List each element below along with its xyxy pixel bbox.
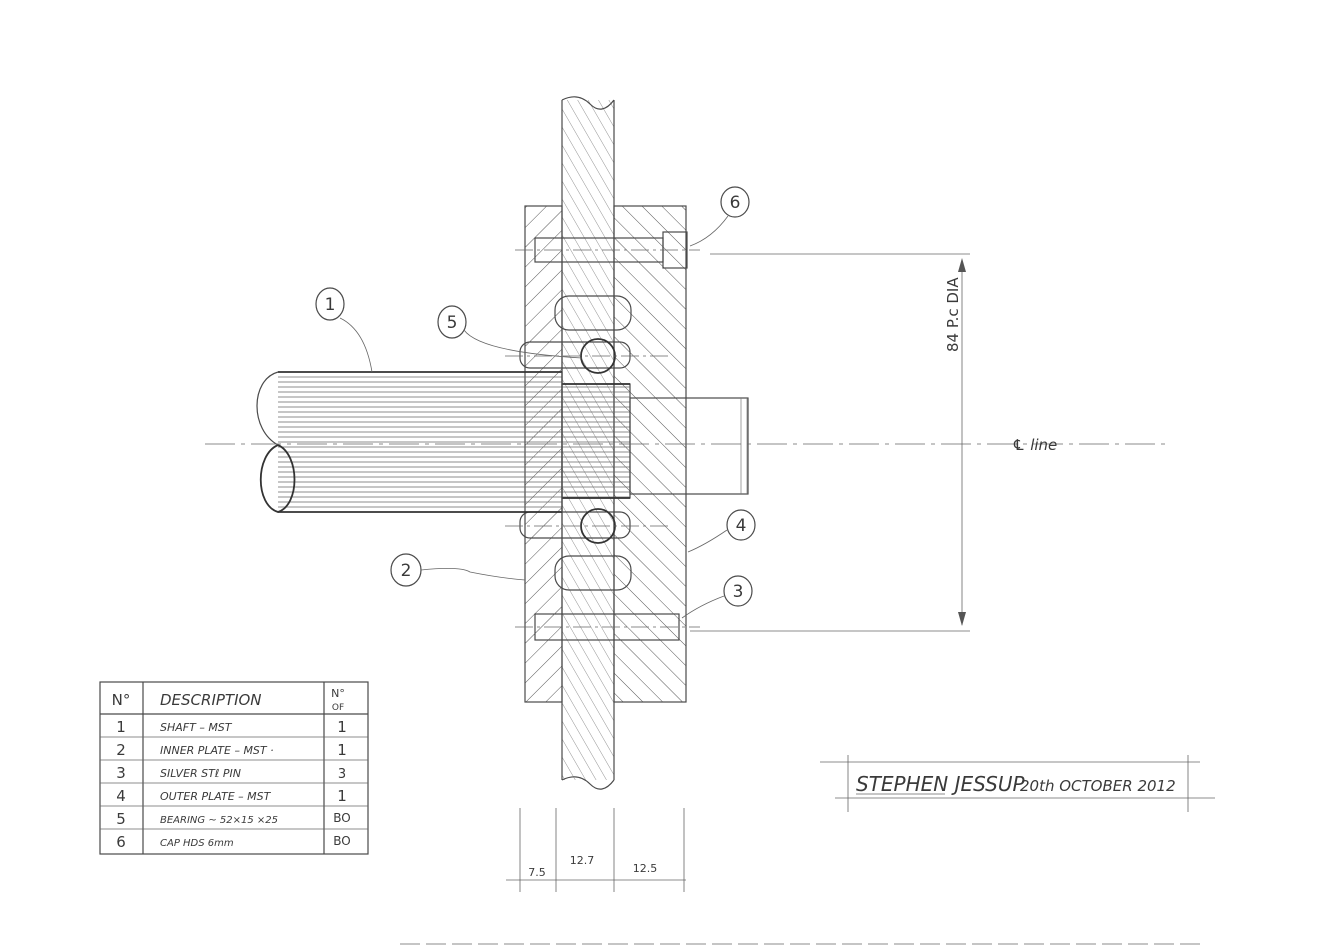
balloon-3: 3 xyxy=(681,575,753,619)
balloon-6: 6 xyxy=(689,186,750,247)
svg-text:1: 1 xyxy=(116,718,126,736)
balloon-4: 4 xyxy=(687,509,756,553)
svg-text:2: 2 xyxy=(401,561,412,581)
balloon-1: 1 xyxy=(315,287,373,373)
svg-text:1: 1 xyxy=(337,718,347,736)
cap-head-screw xyxy=(515,231,700,269)
svg-text:INNER PLATE – MST ·: INNER PLATE – MST · xyxy=(160,744,274,757)
header-description: DESCRIPTION xyxy=(160,691,262,709)
svg-text:4: 4 xyxy=(116,787,126,805)
svg-text:6: 6 xyxy=(116,833,126,851)
svg-text:SILVER STℓ PIN: SILVER STℓ PIN xyxy=(160,767,241,780)
svg-text:1: 1 xyxy=(325,295,336,315)
svg-text:6: 6 xyxy=(730,193,741,213)
drawn-by: STEPHEN JESSUP xyxy=(856,772,1025,796)
svg-text:84 P.c DIA: 84 P.c DIA xyxy=(944,277,962,352)
svg-text:3: 3 xyxy=(733,582,744,602)
table-row: 4 OUTER PLATE – MST 1 xyxy=(116,787,347,805)
title-block: STEPHEN JESSUP 20th OCTOBER 2012 xyxy=(820,755,1215,812)
svg-text:OF: OF xyxy=(332,703,344,713)
hub xyxy=(561,383,631,499)
svg-text:SHAFT – MST: SHAFT – MST xyxy=(160,721,233,734)
svg-text:BO: BO xyxy=(333,811,350,825)
svg-text:BEARING ~ 52×15 ×25: BEARING ~ 52×15 ×25 xyxy=(160,815,278,826)
pcd-dimension: 84 P.c DIA xyxy=(690,253,970,632)
svg-text:5: 5 xyxy=(116,810,126,828)
balloon-2: 2 xyxy=(390,553,526,587)
svg-text:12.5: 12.5 xyxy=(633,862,658,875)
centre-line-label: ℄ line xyxy=(1012,436,1057,454)
svg-text:2: 2 xyxy=(116,741,126,759)
table-row: 5 BEARING ~ 52×15 ×25 BO xyxy=(116,810,351,828)
shaft xyxy=(256,371,563,513)
sectional-view: ℄ line xyxy=(205,96,1165,790)
svg-text:5: 5 xyxy=(447,313,458,333)
parts-table: N° DESCRIPTION N° OF 1 SHAFT – MST 1 2 I… xyxy=(99,681,369,855)
shaft-stub xyxy=(629,397,749,495)
bearing-pockets xyxy=(505,295,668,591)
table-row: 1 SHAFT – MST 1 xyxy=(116,718,347,736)
svg-text:CAP HDS 6mm: CAP HDS 6mm xyxy=(160,838,234,849)
silver-steel-pin xyxy=(515,613,700,641)
svg-text:3: 3 xyxy=(116,764,126,782)
svg-text:3: 3 xyxy=(338,767,346,782)
table-row: 3 SILVER STℓ PIN 3 xyxy=(116,764,346,782)
svg-text:1: 1 xyxy=(337,787,347,805)
header-qty: N° xyxy=(331,687,345,700)
table-row: 2 INNER PLATE – MST · 1 xyxy=(116,741,347,759)
header-no: N° xyxy=(112,691,131,709)
table-row: 6 CAP HDS 6mm BO xyxy=(116,833,351,851)
svg-text:12.7: 12.7 xyxy=(570,854,595,867)
svg-text:7.5: 7.5 xyxy=(528,866,546,879)
svg-text:4: 4 xyxy=(736,516,747,536)
width-dimensions: 7.5 12.7 12.5 xyxy=(506,808,686,892)
svg-text:1: 1 xyxy=(337,741,347,759)
svg-text:OUTER PLATE – MST: OUTER PLATE – MST xyxy=(160,790,272,803)
balloon-5: 5 xyxy=(437,305,583,359)
svg-text:BO: BO xyxy=(333,834,350,848)
drawing-date: 20th OCTOBER 2012 xyxy=(1020,777,1176,795)
